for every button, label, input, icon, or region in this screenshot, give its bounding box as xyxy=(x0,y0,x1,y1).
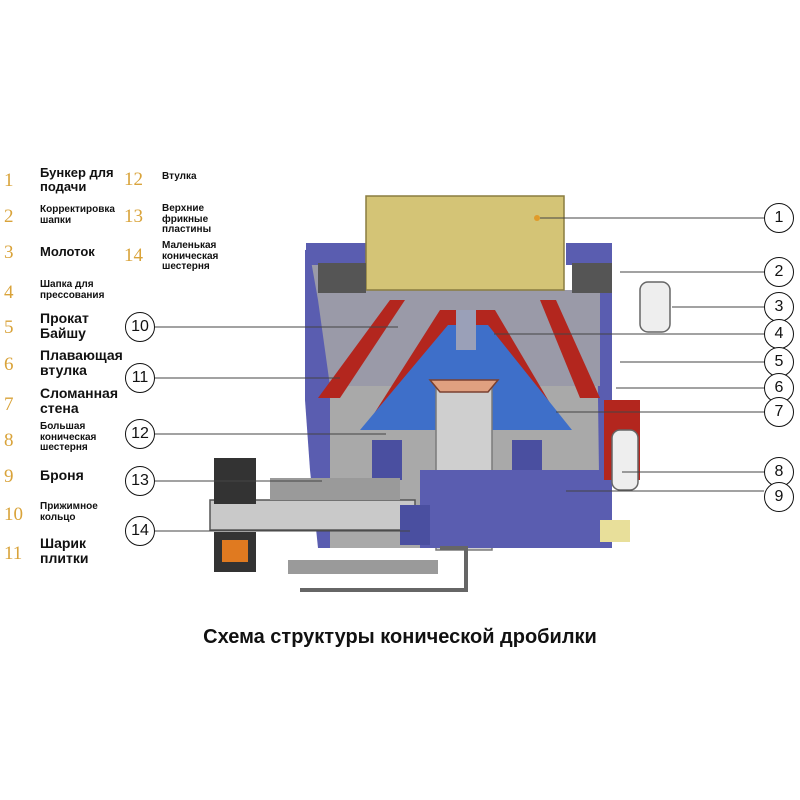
diagram-caption: Схема структуры конической дробилки xyxy=(203,626,597,648)
rim-left xyxy=(306,243,374,265)
legend-text-9: Броня xyxy=(40,467,84,483)
legend-num-7: 7 xyxy=(4,394,14,415)
callout-4: 4 xyxy=(764,319,794,349)
legend-num-4: 4 xyxy=(4,282,14,303)
legend-num-8: 8 xyxy=(4,430,14,451)
hammer-unit xyxy=(639,281,671,333)
callout-7: 7 xyxy=(764,397,794,427)
legend-num-1: 1 xyxy=(4,170,14,191)
hopper-dot xyxy=(534,215,540,221)
leader-lines xyxy=(155,217,764,532)
legend-text-10: Прижимное кольцо xyxy=(40,501,98,523)
callout-1: 1 xyxy=(764,203,794,233)
rim-right xyxy=(566,243,612,265)
legend-num-12: 12 xyxy=(124,169,143,190)
callout-11: 11 xyxy=(125,363,155,393)
legend-text-3: Молоток xyxy=(40,244,95,259)
legend-text-4: Шапка для прессования xyxy=(40,279,105,301)
big-bevel-gear xyxy=(372,440,402,480)
concave-liner-right xyxy=(540,300,600,398)
legend-text-12: Втулка xyxy=(162,171,197,182)
legend-num-9: 9 xyxy=(4,466,14,487)
callout-3: 3 xyxy=(764,292,794,322)
callout-2: 2 xyxy=(764,257,794,287)
callout-14: 14 xyxy=(125,516,155,546)
callout-12: 12 xyxy=(125,419,155,449)
legend-num-3: 3 xyxy=(4,242,14,263)
legend-text-6: Плавающая втулка xyxy=(40,347,123,378)
legend-num-13: 13 xyxy=(124,206,143,227)
shaft-cap xyxy=(428,379,500,393)
feed-hopper xyxy=(365,195,565,291)
oil-pipe xyxy=(300,546,468,592)
legend-num-14: 14 xyxy=(124,245,143,266)
concave-liner-left xyxy=(318,300,405,398)
crushing-cone xyxy=(360,325,572,430)
legend-num-11: 11 xyxy=(4,543,23,564)
legend-text-5: Прокат Байшу xyxy=(40,310,89,341)
lower-pipe xyxy=(288,560,438,574)
hydraulic-tank xyxy=(611,429,639,491)
legend-text-1: Бункер для подачи xyxy=(40,165,114,194)
lower-frame xyxy=(420,470,600,548)
yellow-plate xyxy=(600,520,630,542)
pulley-orange xyxy=(222,540,248,562)
cap-adjust-right xyxy=(572,263,612,293)
drive-shaft xyxy=(209,499,416,531)
small-bevel-gear xyxy=(400,505,430,545)
callout-13: 13 xyxy=(125,466,155,496)
legend-text-14: Маленькая коническая шестерня xyxy=(162,240,219,272)
legend-num-10: 10 xyxy=(4,504,23,525)
legend-num-6: 6 xyxy=(4,354,14,375)
legend-text-7: Сломанная стена xyxy=(40,385,119,416)
shaft-top xyxy=(456,310,476,350)
legend-num-5: 5 xyxy=(4,317,14,338)
legend-text-13: Верхние фрикные пластины xyxy=(162,203,212,235)
callout-10: 10 xyxy=(125,312,155,342)
friction-plate xyxy=(270,478,400,500)
legend-num-2: 2 xyxy=(4,206,14,227)
legend-text-8: Большая коническая шестерня xyxy=(40,421,97,453)
legend-text-11: Шарик плитки xyxy=(40,535,89,566)
cap-adjust-left xyxy=(318,263,366,293)
legend-text-2: Корректировка шапки xyxy=(40,204,115,226)
callout-9: 9 xyxy=(764,482,794,512)
